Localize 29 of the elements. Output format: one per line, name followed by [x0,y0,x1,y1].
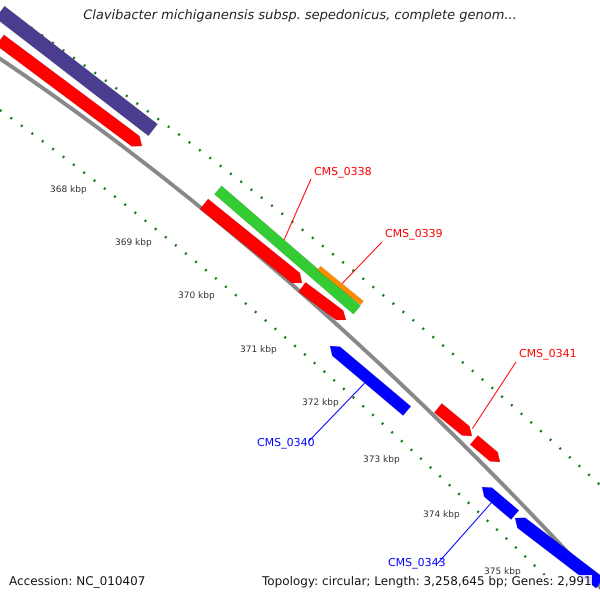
gene-feature [298,282,346,320]
gene-label: CMS_0339 [385,228,443,240]
scale-label: 368 kbp [50,186,87,196]
leader-line [472,362,516,430]
gene-feature [0,34,142,147]
leader-line [284,178,312,240]
scale-label: 371 kbp [240,346,277,356]
scale-label: 372 kbp [302,399,339,409]
leader-line [438,502,492,564]
gene-feature [199,198,302,284]
gene-label: CMS_0343 [388,557,446,570]
gene-label: CMS_0341 [519,348,577,360]
scale-label: 369 kbp [115,239,152,249]
gene-feature [470,434,500,462]
genome-summary-text: Topology: circular; Length: 3,258,645 bp; Genes: 2,991 [262,575,592,588]
gene-label: CMS_0340 [257,437,315,450]
gene-feature [482,486,520,520]
scale-label: 370 kbp [178,292,215,302]
leader-line [308,382,366,442]
title: Clavibacter michiganensis subsp. sepedonicus, complete genom... [82,9,518,24]
scale-label: 374 kbp [423,511,460,521]
leader-line [342,242,382,284]
gene-label: CMS_0338 [314,166,372,178]
gene-feature [316,266,364,306]
gene-feature [214,185,362,315]
scale-label: 373 kbp [363,456,400,466]
gene-feature [0,6,158,136]
accession-text: Accession: NC_010407 [9,575,146,588]
gene-feature [434,402,472,436]
